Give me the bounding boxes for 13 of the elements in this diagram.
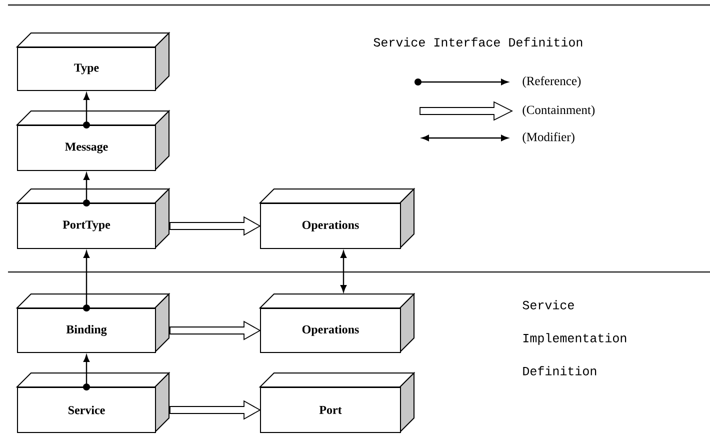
arrow [170,320,261,340]
arrow [83,172,90,206]
arrow [83,250,90,312]
arrow [83,92,90,128]
arrow [340,250,347,292]
legend-label: (Reference) [522,76,581,88]
arrow [170,400,261,420]
arrow [83,354,90,390]
legend-label: (Containment) [522,105,595,117]
arrow [170,216,261,236]
legend-label: (Modifier) [522,132,574,144]
section-label: Service Implementation Definition [522,300,626,376]
heading: Service Interface Definition [374,37,582,47]
